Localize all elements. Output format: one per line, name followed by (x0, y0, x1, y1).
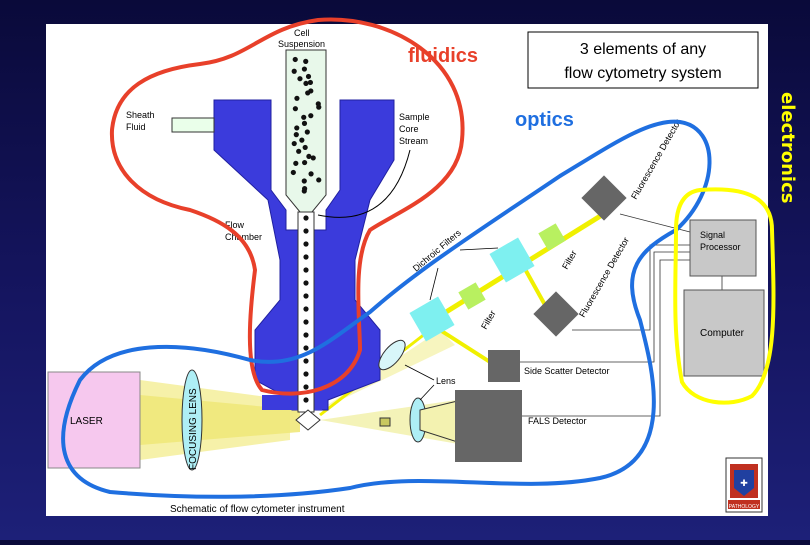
filter-1 (458, 282, 486, 310)
sample-label-3: Stream (399, 136, 428, 146)
cell (299, 137, 305, 143)
cell (302, 159, 308, 166)
sheath-label-2: Fluid (126, 122, 146, 132)
lens-label: Lens (436, 376, 456, 386)
cell (303, 358, 309, 364)
interrogation-point (295, 409, 321, 431)
cell (292, 106, 298, 112)
cell (294, 125, 300, 131)
cell (297, 76, 303, 82)
cells (290, 56, 322, 403)
fluorescence-detector-1 (581, 175, 627, 221)
fals-detector (455, 390, 522, 462)
cell (294, 95, 300, 101)
sample-label-1: Sample (399, 112, 430, 122)
cell (316, 104, 322, 110)
fals-label: FALS Detector (528, 416, 587, 426)
computer-label: Computer (700, 328, 745, 339)
filter-2 (538, 223, 566, 251)
signal-processor (689, 219, 757, 277)
cell (303, 293, 309, 299)
signal-label-1: Signal (700, 230, 725, 240)
cell (308, 113, 314, 119)
cell (301, 120, 308, 126)
sample-arrow (317, 149, 411, 218)
cell-label-2: Suspension (278, 39, 325, 49)
sample-label-2: Core (399, 124, 419, 134)
side-lens (378, 339, 406, 371)
cell (303, 319, 309, 325)
title-line-2: flow cytometry system (564, 65, 721, 82)
cell (304, 129, 310, 135)
cell (303, 267, 309, 273)
cell (302, 144, 308, 151)
laser-label: LASER (70, 416, 103, 427)
computer (683, 289, 765, 377)
electronics-outline (673, 187, 776, 405)
focusing-lens-label: FOCUSING LENS (188, 388, 199, 470)
cell (303, 345, 309, 351)
cell (301, 114, 307, 120)
side-scatter-detector (488, 350, 520, 382)
cell (303, 280, 309, 286)
cell (303, 80, 309, 87)
caption: Schematic of flow cytometer instrument (170, 504, 345, 515)
cell (290, 169, 296, 176)
cell (291, 68, 297, 74)
cell (305, 90, 311, 96)
logo-text: PATHOLOGY (729, 504, 760, 510)
cell (303, 215, 309, 221)
pathology-logo: ✚ PATHOLOGY (725, 457, 763, 513)
cell (291, 140, 297, 147)
cell (303, 384, 309, 390)
cell (302, 186, 308, 192)
cell (308, 171, 314, 177)
cell-label-1: Cell (294, 28, 310, 38)
cell (303, 306, 309, 312)
cell (316, 177, 322, 183)
electronics-title: electronics (777, 92, 798, 204)
optics-title: optics (515, 109, 574, 131)
signal-label-2: Processor (700, 242, 741, 252)
cell (303, 228, 309, 234)
cell (307, 79, 314, 86)
cell (301, 178, 307, 184)
dichroic-filter-1 (409, 296, 455, 342)
cell (303, 58, 309, 64)
cell (303, 332, 309, 338)
sheath-inlet (171, 117, 215, 133)
cell (303, 397, 309, 403)
cell (310, 155, 316, 161)
svg-text:✚: ✚ (740, 478, 748, 488)
title-line-1: 3 elements of any (580, 41, 706, 58)
dichroic-filter-2 (489, 237, 535, 283)
flow-chamber-label-2: Chamber (225, 232, 262, 242)
cell (303, 241, 309, 247)
cell (303, 254, 309, 260)
fluidics-title: fluidics (408, 45, 478, 67)
optics-outline (61, 119, 712, 499)
cell (293, 132, 299, 138)
laser-beams (140, 207, 612, 460)
cell (293, 160, 299, 166)
focusing-lens (181, 369, 203, 471)
cell (305, 73, 312, 80)
beam-stop (379, 417, 391, 427)
flow-chamber-label-1: Flow (225, 220, 245, 230)
cell (292, 56, 298, 63)
title-box (527, 31, 759, 89)
fluidics-outline (109, 17, 465, 396)
cell (296, 148, 302, 154)
cell (306, 153, 312, 160)
cell (301, 66, 308, 72)
sheath-label-1: Sheath (126, 110, 155, 120)
cell (303, 371, 309, 377)
ssc-label: Side Scatter Detector (524, 366, 610, 376)
